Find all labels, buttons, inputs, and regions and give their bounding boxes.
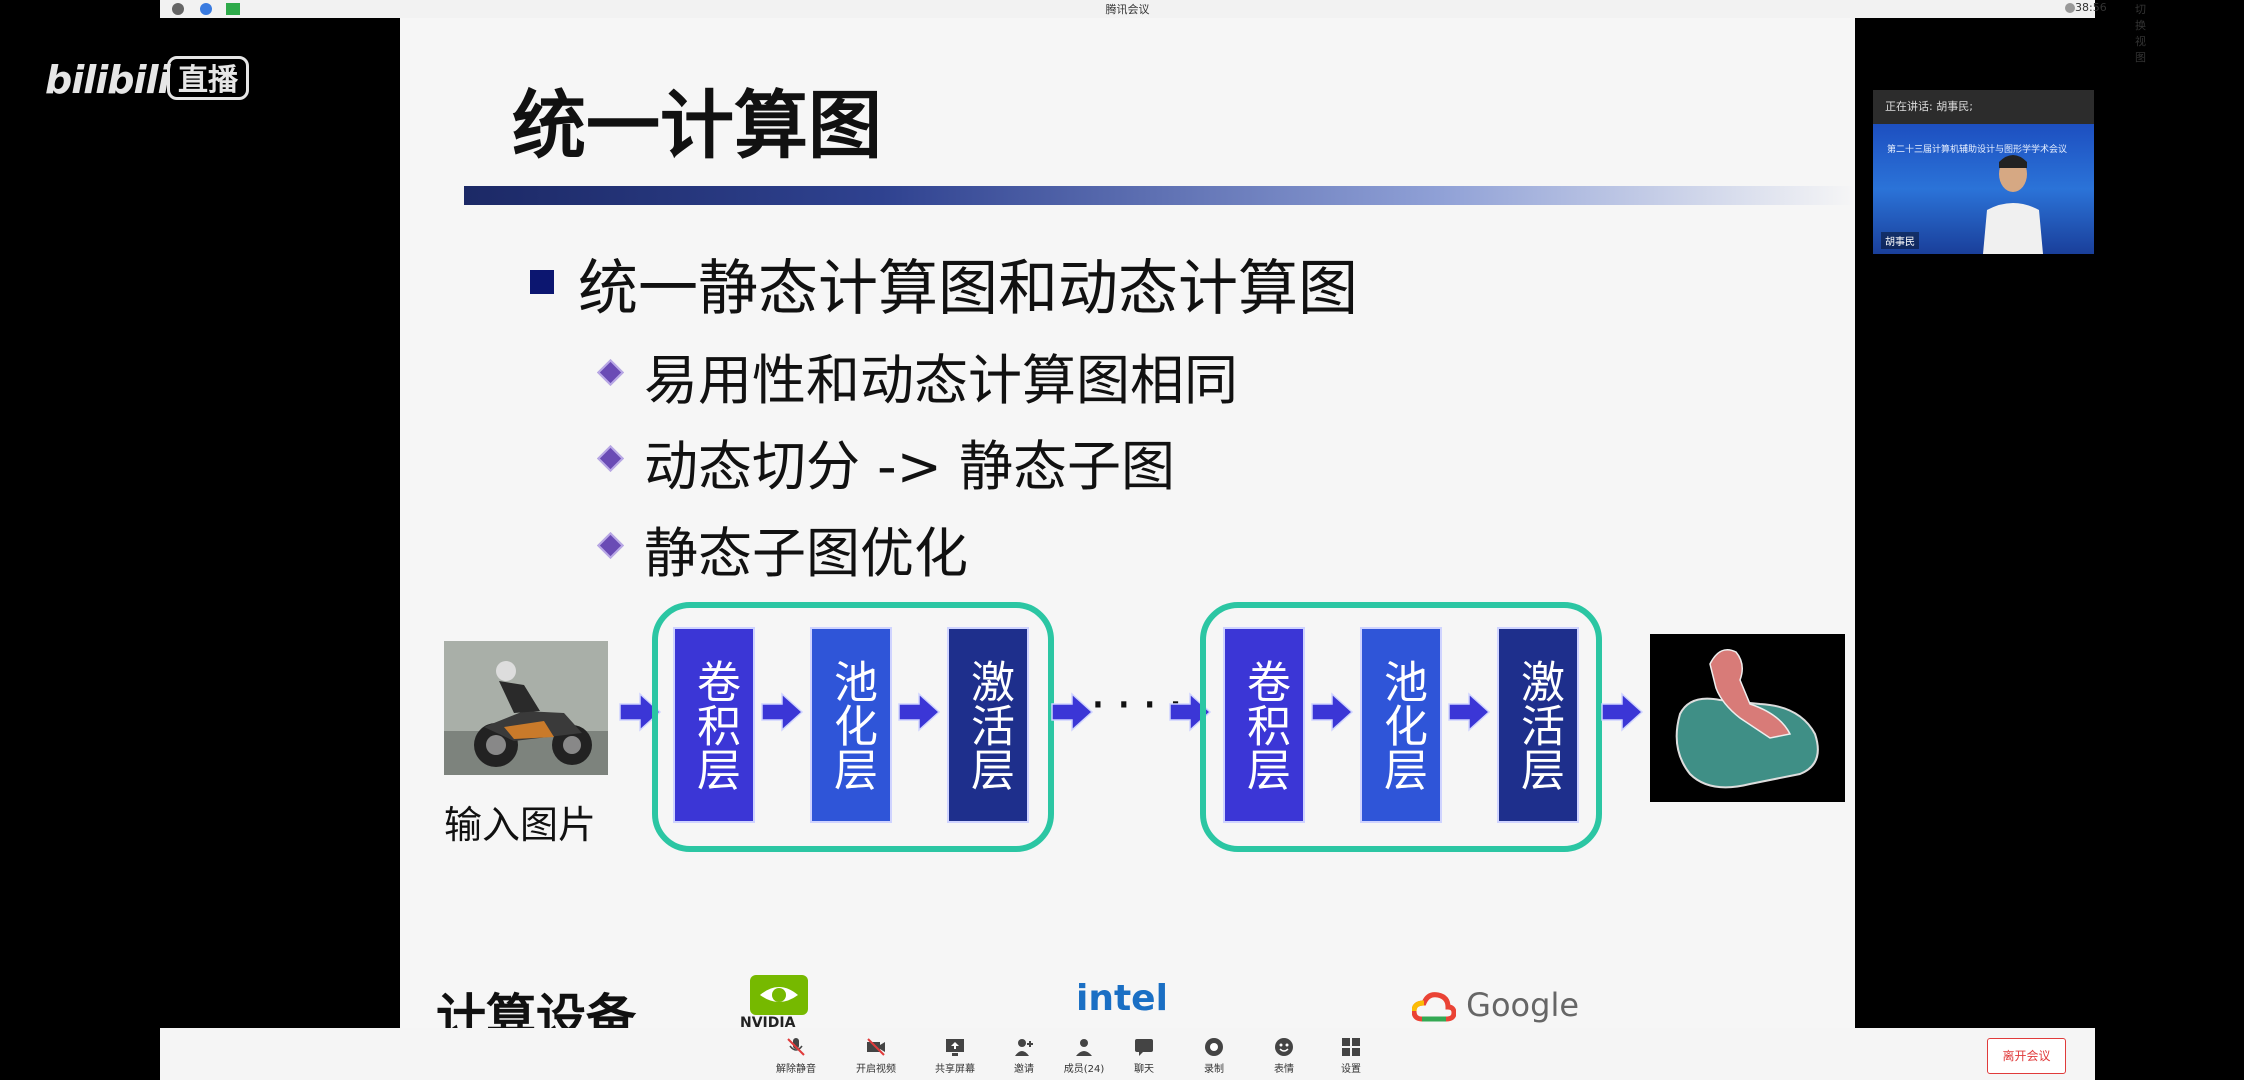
emoji-icon xyxy=(1275,1038,1293,1056)
record-button[interactable]: 录制 xyxy=(1183,1030,1245,1080)
pooling-layer: 池化层 xyxy=(1360,627,1442,823)
input-image-label: 输入图片 xyxy=(444,803,597,847)
window-icon xyxy=(172,3,184,15)
signal-icon xyxy=(226,3,240,15)
arrow-right-icon xyxy=(1051,692,1094,732)
slide-title: 统一计算图 xyxy=(512,83,882,169)
share-screen-icon xyxy=(946,1039,964,1056)
sub-bullet: 动态切分 -> 静态子图 xyxy=(644,435,1176,498)
arrow-right-icon xyxy=(1601,692,1644,732)
invite-user-icon xyxy=(1015,1039,1033,1056)
chat-icon xyxy=(1135,1039,1153,1056)
grid-icon[interactable] xyxy=(2065,3,2075,13)
intel-logo: intel xyxy=(1076,978,1168,1019)
app-title: 腾讯会议 xyxy=(1105,3,1150,16)
svg-text:NVIDIA: NVIDIA xyxy=(740,1015,796,1028)
arrow-right-icon xyxy=(1311,692,1354,732)
live-badge: 直播 xyxy=(167,56,249,100)
layer-group-2 xyxy=(1200,602,1602,852)
members-icon xyxy=(1076,1039,1092,1056)
layer-group-1 xyxy=(652,602,1054,852)
leave-meeting-button[interactable]: 离开会议 xyxy=(1987,1038,2066,1074)
ellipsis: ···· xyxy=(1090,676,1194,734)
settings-button[interactable]: 设置 xyxy=(1320,1030,1382,1080)
devices-label: 计算设备 xyxy=(436,989,636,1028)
share-screen-button[interactable]: 共享屏幕 xyxy=(924,1030,986,1080)
arrow-right-icon xyxy=(898,692,941,732)
speaking-indicator: 正在讲话: 胡事民; xyxy=(1873,90,2094,124)
start-video-button[interactable]: 开启视频 xyxy=(845,1030,907,1080)
nvidia-logo: NVIDIA xyxy=(740,973,820,1028)
square-bullet-icon xyxy=(530,270,554,294)
members-button[interactable]: 成员(24) xyxy=(1053,1030,1115,1080)
speaker-avatar xyxy=(1983,155,2043,254)
sub-bullet: 静态子图优化 xyxy=(644,522,968,585)
record-icon xyxy=(1205,1038,1223,1056)
top-status-bar: 腾讯会议 38:56 切换视图 xyxy=(160,0,2146,64)
conv-layer: 卷积层 xyxy=(673,627,755,823)
settings-grid-icon xyxy=(1342,1038,1360,1056)
motorcycle-photo xyxy=(444,641,608,775)
activation-layer: 激活层 xyxy=(1497,627,1579,823)
speaker-name-tag: 胡事民 xyxy=(1881,232,1919,249)
unmute-button[interactable]: 解除静音 xyxy=(765,1030,827,1080)
pooling-layer: 池化层 xyxy=(810,627,892,823)
meeting-toolbar: 解除静音 开启视频 共享屏幕 邀请 成员(24) 聊天 录制 表情 设置 xyxy=(160,1028,2095,1080)
microphone-icon xyxy=(787,1038,805,1056)
activation-layer: 激活层 xyxy=(947,627,1029,823)
speaker-video[interactable]: 第二十三届计算机辅助设计与图形学学术会议 胡事民 xyxy=(1873,124,2094,254)
bilibili-live-watermark: bilibili 直播 xyxy=(45,52,250,104)
presentation-slide: 统一计算图 统一静态计算图和动态计算图 易用性和动态计算图相同 动态切分 -> … xyxy=(400,18,1855,1028)
conv-layer: 卷积层 xyxy=(1223,627,1305,823)
invite-button[interactable]: 邀请 xyxy=(993,1030,1055,1080)
title-underline xyxy=(464,186,1855,205)
sub-bullet: 易用性和动态计算图相同 xyxy=(644,349,1238,412)
google-logo-text: Google xyxy=(1466,986,1580,1024)
video-camera-icon xyxy=(867,1038,885,1056)
bilibili-logo: bilibili xyxy=(45,58,171,102)
meeting-timer: 38:56 xyxy=(2075,1,2107,14)
diamond-bullet-icon xyxy=(597,445,624,472)
main-bullet: 统一静态计算图和动态计算图 xyxy=(578,254,1358,324)
shield-icon xyxy=(200,3,212,15)
arrow-right-icon xyxy=(619,692,662,732)
conference-banner: 第二十三届计算机辅助设计与图形学学术会议 xyxy=(1887,145,2068,155)
diamond-bullet-icon xyxy=(597,359,624,386)
google-logo: Google xyxy=(1411,986,1580,1027)
arrow-right-icon xyxy=(761,692,804,732)
switch-view-button[interactable]: 切换视图 xyxy=(2135,3,2146,64)
google-cloud-icon xyxy=(1411,992,1457,1022)
chat-button[interactable]: 聊天 xyxy=(1113,1030,1175,1080)
reactions-button[interactable]: 表情 xyxy=(1253,1030,1315,1080)
diamond-bullet-icon xyxy=(597,532,624,559)
segmentation-output-image xyxy=(1650,634,1845,802)
arrow-right-icon xyxy=(1448,692,1491,732)
